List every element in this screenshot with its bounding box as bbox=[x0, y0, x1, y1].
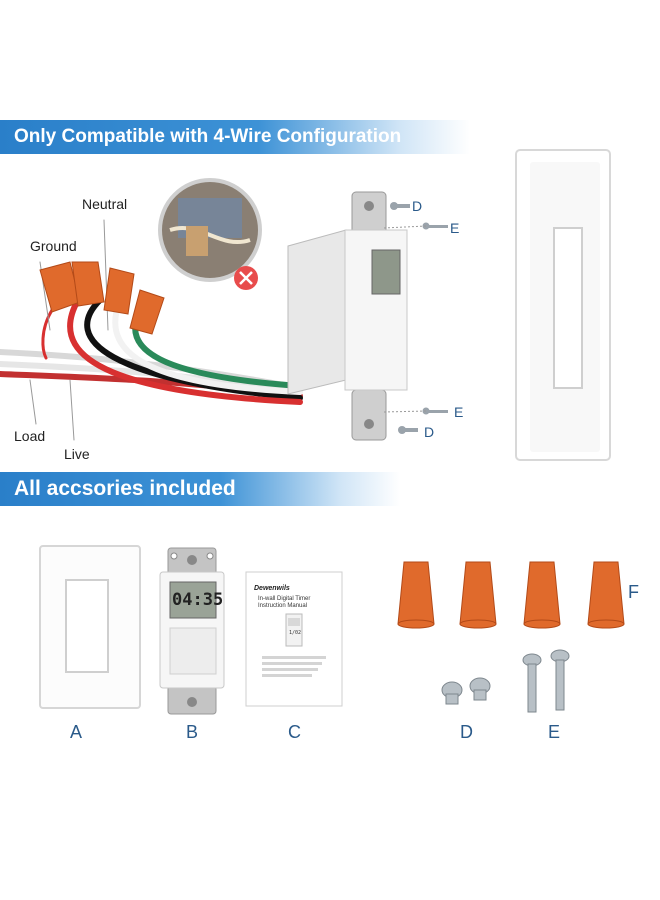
part-a-wall-plate bbox=[39, 545, 141, 709]
part-f-wire-nuts bbox=[397, 561, 625, 629]
neutral-label: Neutral bbox=[82, 196, 128, 212]
wrong-wiring-inset bbox=[158, 178, 262, 290]
wire-nuts-top bbox=[39, 261, 165, 335]
part-e-screws bbox=[522, 649, 570, 713]
callout-e-bottom: E bbox=[454, 404, 464, 420]
timer-switch-side bbox=[287, 191, 408, 441]
callout-d-top: D bbox=[412, 198, 423, 214]
part-d-screws bbox=[441, 677, 491, 705]
part-b-timer bbox=[159, 547, 225, 715]
manual-lcd: 1/02 bbox=[289, 630, 302, 636]
manual-title: In-wall Digital Timer Instruction Manual bbox=[258, 596, 311, 609]
ground-label: Ground bbox=[30, 238, 77, 254]
live-label: Live bbox=[64, 446, 90, 462]
part-label-d: D bbox=[460, 722, 473, 742]
part-label-a: A bbox=[70, 722, 83, 742]
compatibility-banner: Only Compatible with 4-Wire Configuratio… bbox=[0, 120, 470, 154]
manual-brand: Dewenwils bbox=[254, 585, 290, 592]
wall-plate-large bbox=[515, 149, 611, 461]
load-label: Load bbox=[14, 428, 46, 444]
part-c-manual bbox=[245, 571, 343, 707]
callout-d-bottom: D bbox=[424, 424, 435, 440]
part-label-b: B bbox=[186, 722, 199, 742]
accessories-banner: All accsories included bbox=[0, 472, 400, 506]
part-label-c: C bbox=[288, 722, 301, 742]
part-label-e: E bbox=[548, 722, 561, 742]
timer-display: 04:35 bbox=[172, 590, 224, 610]
part-label-f: F bbox=[628, 582, 639, 602]
callout-screws bbox=[390, 202, 448, 434]
callout-e-top: E bbox=[450, 220, 460, 236]
